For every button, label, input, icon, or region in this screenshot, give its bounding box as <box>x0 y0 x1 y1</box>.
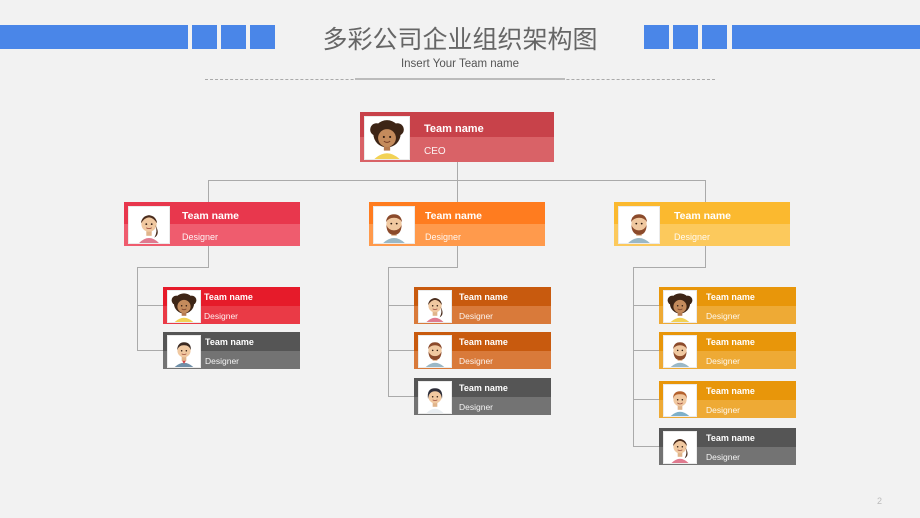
card-role: Designer <box>706 311 741 321</box>
card-role: Designer <box>204 311 239 321</box>
card-name: Team name <box>706 433 755 443</box>
card-role: Designer <box>425 232 462 242</box>
connector-line <box>457 246 458 267</box>
card-name: Team name <box>459 383 508 393</box>
curly-woman-avatar-icon <box>167 290 201 323</box>
card-name: Team name <box>424 123 484 135</box>
org-card-member: Team name Designer <box>163 332 300 369</box>
woman-avatar-icon <box>418 381 452 414</box>
connector-line <box>705 246 706 267</box>
org-card-manager: Team name Designer <box>614 202 790 246</box>
card-role: Designer <box>459 402 494 412</box>
card-role: Designer <box>459 311 494 321</box>
header-square <box>250 25 275 49</box>
connector-line <box>633 446 659 447</box>
org-card-member: Team name Designer <box>163 287 300 324</box>
card-role: Designer <box>706 452 741 462</box>
header-square <box>192 25 217 49</box>
org-card-member: Team name Designer <box>659 428 796 465</box>
header-square <box>702 25 727 49</box>
header-square <box>644 25 669 49</box>
connector-line <box>137 267 209 268</box>
header-square <box>221 25 246 49</box>
card-name: Team name <box>459 337 508 347</box>
connector-line <box>457 162 458 180</box>
connector-line <box>208 246 209 267</box>
connector-line <box>388 267 389 396</box>
page-title: 多彩公司企业组织架构图 <box>322 25 598 54</box>
connector-line <box>388 267 458 268</box>
card-role: Designer <box>706 356 741 366</box>
org-card-member: Team name Designer <box>414 332 551 369</box>
card-name: Team name <box>674 210 731 222</box>
org-card-manager: Team name Designer <box>124 202 300 246</box>
org-card-member: Team name Designer <box>659 287 796 324</box>
connector-line <box>633 350 659 351</box>
subtitle-underline <box>355 78 565 80</box>
curly-woman-avatar-icon <box>364 116 410 160</box>
card-role: Designer <box>706 405 741 415</box>
connector-line <box>388 305 414 306</box>
card-role: Designer <box>459 356 494 366</box>
card-role: Designer <box>674 232 711 242</box>
connector-line <box>137 267 138 350</box>
card-role: Designer <box>205 356 240 366</box>
bearded-man-avatar-icon <box>418 335 452 368</box>
connector-line <box>457 180 458 202</box>
card-name: Team name <box>459 292 508 302</box>
org-card-manager: Team name Designer <box>369 202 545 246</box>
man-avatar-icon <box>663 384 697 417</box>
bearded-man-avatar-icon <box>663 335 697 368</box>
card-name: Team name <box>425 210 482 222</box>
card-name: Team name <box>204 292 253 302</box>
org-card-member: Team name Designer <box>414 378 551 415</box>
org-card-member: Team name Designer <box>659 332 796 369</box>
connector-line <box>208 180 209 202</box>
connector-line <box>388 350 414 351</box>
card-name: Team name <box>182 210 239 222</box>
woman-avatar-icon <box>418 290 452 323</box>
bearded-man-avatar-icon <box>618 206 660 244</box>
man-avatar-icon <box>167 335 201 368</box>
connector-line <box>633 267 706 268</box>
org-card-ceo: Team name CEO <box>360 112 554 162</box>
org-card-member: Team name Designer <box>414 287 551 324</box>
header-bar-left <box>0 25 188 49</box>
connector-line <box>137 305 164 306</box>
org-card-member: Team name Designer <box>659 381 796 418</box>
curly-woman-avatar-icon <box>663 290 697 323</box>
page-number: 2 <box>876 496 882 506</box>
header-bar-right <box>732 25 920 49</box>
bearded-man-avatar-icon <box>373 206 415 244</box>
woman-avatar-icon <box>128 206 170 244</box>
connector-line <box>388 396 414 397</box>
page-subtitle: Insert Your Team name <box>400 58 520 70</box>
connector-line <box>633 399 659 400</box>
card-role: Designer <box>182 232 219 242</box>
card-name: Team name <box>706 292 755 302</box>
card-name: Team name <box>205 337 254 347</box>
woman-avatar-icon <box>663 431 697 464</box>
connector-line <box>137 350 164 351</box>
card-name: Team name <box>706 337 755 347</box>
connector-line <box>633 267 634 446</box>
card-role: CEO <box>424 146 446 157</box>
card-name: Team name <box>706 386 755 396</box>
connector-line <box>633 305 659 306</box>
header-square <box>673 25 698 49</box>
connector-line <box>705 180 706 202</box>
